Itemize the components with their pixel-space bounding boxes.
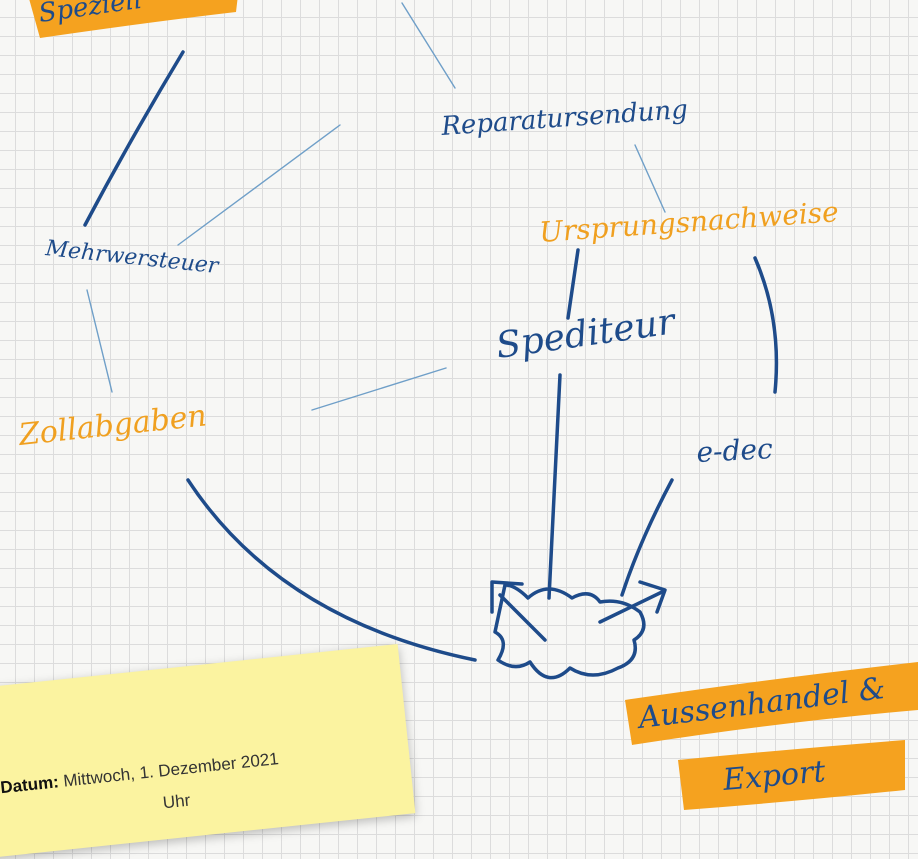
stroke: [753, 256, 779, 394]
top-banner: Speziell: [29, 0, 238, 38]
stroke: [186, 478, 477, 662]
bottom-banner: Aussenhandel & Export: [625, 662, 918, 810]
stroke: [547, 373, 562, 600]
term-edec: e-dec: [696, 432, 774, 469]
term-ursprungsnachweise: Ursprungsnachweise: [538, 195, 839, 249]
connector: [401, 2, 456, 89]
connector: [634, 144, 666, 213]
connector: [177, 124, 341, 246]
note-time-value: Uhr: [161, 790, 192, 813]
term-reparatursendung: Reparatursendung: [439, 95, 688, 142]
note-date-value: Mittwoch, 1. Dezember 2021: [62, 749, 280, 791]
connector: [311, 367, 447, 411]
stroke: [83, 50, 185, 227]
stroke: [566, 248, 580, 320]
term-mehrwersteuer: Mehrwersteuer: [43, 236, 221, 279]
stroke: [620, 478, 674, 597]
term-spediteur: Spediteur: [494, 301, 679, 367]
note-date-row: Datum: Mittwoch, 1. Dezember 2021: [0, 749, 280, 798]
connector: [86, 289, 113, 393]
term-zollabgaben: Zollabgaben: [16, 398, 208, 453]
note-date-label: Datum:: [0, 772, 60, 798]
switzerland-icon: [490, 580, 667, 680]
mindmap-canvas: Speziell Reparatursendung Ursprungsnachw…: [16, 0, 918, 810]
